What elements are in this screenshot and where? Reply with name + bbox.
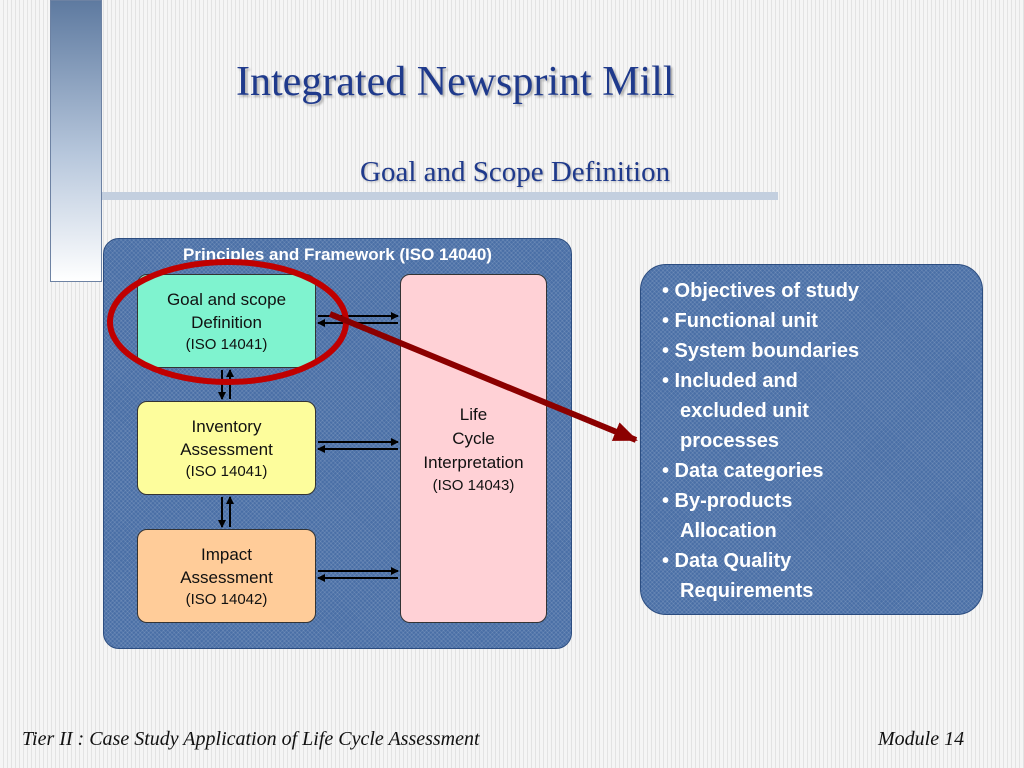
scope-item: • System boundaries [662, 340, 860, 362]
pointer-arrow [328, 311, 638, 443]
slide-title: Integrated Newsprint Mill [236, 59, 675, 105]
framework-title: Principles and Framework (ISO 14040) [183, 245, 492, 264]
scope-item: • Included and [662, 370, 798, 392]
impact-line-2: Assessment [180, 567, 273, 587]
impact-line-1: Impact [200, 544, 253, 564]
scope-items-list: • Objectives of study • Functional unit … [662, 276, 859, 606]
footer-module: Module 14 [878, 728, 965, 750]
scope-item: • Data categories [662, 460, 824, 482]
scope-item: • Objectives of study [662, 280, 860, 302]
scope-item: • By-products [662, 490, 793, 512]
scope-item: • Functional unit [662, 310, 818, 332]
scope-item-continued: Allocation [680, 520, 777, 542]
inventory-assessment-box: Inventory Assessment (ISO 14041) [137, 401, 316, 495]
goal-line-2: Definition [191, 312, 262, 332]
interpretation-standard: (ISO 14043) [432, 477, 515, 494]
inventory-standard: (ISO 14041) [185, 462, 268, 480]
inventory-line-2: Assessment [180, 439, 273, 459]
goal-line-1: Goal and scope [166, 289, 287, 309]
highlight-circle [107, 259, 349, 385]
slide-subtitle: Goal and Scope Definition [360, 156, 671, 188]
goal-scope-box: Goal and scope Definition (ISO 14041) [137, 274, 316, 368]
impact-assessment-box: Impact Assessment (ISO 14042) [137, 529, 316, 623]
decorative-header-block [50, 0, 102, 282]
scope-item-continued: excluded unit [680, 400, 809, 422]
scope-item-continued: Requirements [680, 580, 814, 602]
interpretation-box: Life Cycle Interpretation (ISO 14043) [400, 274, 547, 623]
title-underline-rule [102, 192, 778, 200]
goal-standard: (ISO 14041) [185, 335, 268, 353]
scope-item-continued: processes [680, 430, 779, 452]
impact-standard: (ISO 14042) [185, 590, 268, 608]
scope-item: • Data Quality [662, 550, 792, 572]
footer-course-title: Tier II : Case Study Application of Life… [22, 728, 480, 750]
interpretation-line-3: Interpretation [423, 453, 524, 472]
inventory-line-1: Inventory [191, 416, 262, 436]
interpretation-line-2: Cycle [452, 429, 495, 448]
interpretation-line-1: Life [459, 405, 488, 424]
scope-details-panel [640, 264, 983, 615]
